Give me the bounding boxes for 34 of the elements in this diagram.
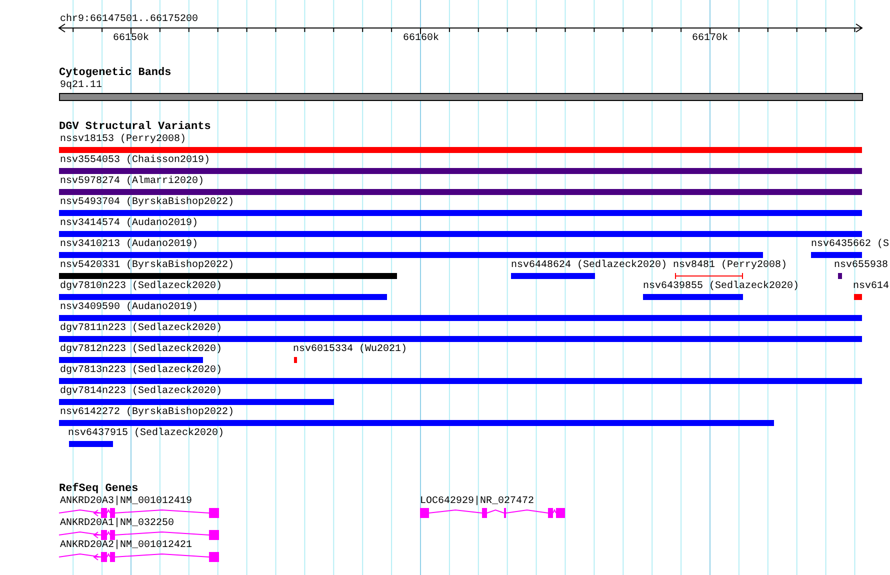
variant-label: nsv6435662 (S xyxy=(811,239,890,251)
track-title: DGV Structural Variants xyxy=(59,121,211,133)
variant-label: nsv5493704 (ByrskaBishop2022) xyxy=(60,197,234,209)
gene-label: ANKRD20A3|NM_001012419 xyxy=(60,496,192,508)
gene-label: LOC642929|NR_027472 xyxy=(420,496,534,508)
variant-label: dgv7814n223 (Sedlazeck2020) xyxy=(60,386,222,398)
variant-label: nssv18153 (Perry2008) xyxy=(60,134,186,146)
variant-label: nsv614 xyxy=(853,281,890,293)
variant-label: nsv6015334 (Wu2021) xyxy=(293,344,408,356)
gene-label: ANKRD20A2|NM_001012421 xyxy=(60,540,192,552)
track-title: RefSeq Genes xyxy=(59,483,138,495)
variant-label: nsv3409590 (Audano2019) xyxy=(60,302,198,314)
variant-label: nsv8481 (Perry2008) xyxy=(673,260,788,272)
variant-label: dgv7810n223 (Sedlazeck2020) xyxy=(60,281,222,293)
variant-label: nsv5978274 (Almarri2020) xyxy=(60,176,204,188)
axis-tick-label: 66150k xyxy=(113,33,149,45)
variant-label: nsv3554053 (Chaisson2019) xyxy=(60,155,210,167)
gene-label: ANKRD20A1|NM_032250 xyxy=(60,518,174,530)
variant-label: nsv5420331 (ByrskaBishop2022) xyxy=(60,260,234,272)
variant-label: nsv655938 xyxy=(834,260,888,272)
variant-label: nsv6448624 (Sedlazeck2020) xyxy=(511,260,668,272)
variant-label: nsv3414574 (Audano2019) xyxy=(60,218,198,230)
variant-label: nsv6439855 (Sedlazeck2020) xyxy=(643,281,800,293)
band-label: 9q21.11 xyxy=(60,80,102,92)
axis-tick-label: 66160k xyxy=(403,33,439,45)
variant-label: nsv6437915 (Sedlazeck2020) xyxy=(68,428,224,440)
track-title: Cytogenetic Bands xyxy=(59,67,172,79)
variant-label: dgv7812n223 (Sedlazeck2020) xyxy=(60,344,222,356)
variant-label: dgv7811n223 (Sedlazeck2020) xyxy=(60,323,222,335)
coordinate-range: chr9:66147501..66175200 xyxy=(60,14,198,26)
variant-label: nsv3410213 (Audano2019) xyxy=(60,239,198,251)
variant-label: dgv7813n223 (Sedlazeck2020) xyxy=(60,365,222,377)
axis-tick-label: 66170k xyxy=(692,33,728,45)
variant-label: nsv6142272 (ByrskaBishop2022) xyxy=(60,407,234,419)
